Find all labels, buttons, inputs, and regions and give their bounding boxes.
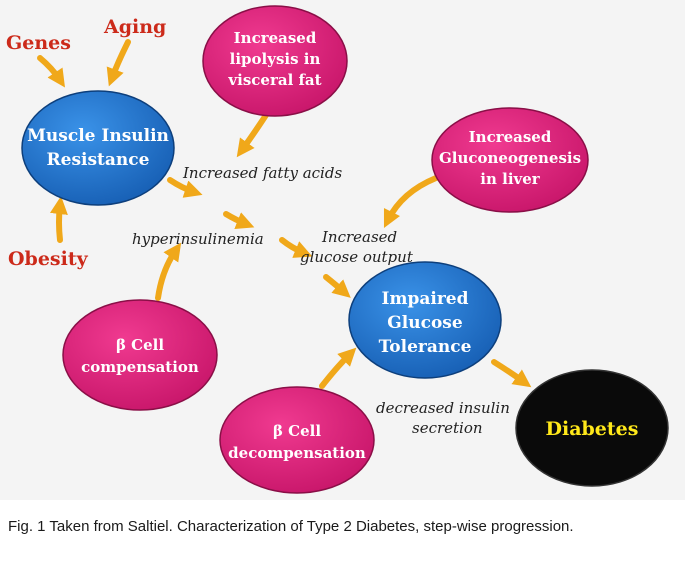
arrow-hyper-to-output xyxy=(279,237,313,258)
factor-aging: Aging xyxy=(103,16,166,38)
node-impaired-glucose-tolerance: Impaired Glucose Tolerance xyxy=(348,261,502,379)
arrow-fatty-to-hyper xyxy=(223,211,255,230)
figure-caption: Fig. 1 Taken from Saltiel. Characterizat… xyxy=(8,518,574,535)
diabetes-label: Diabetes xyxy=(546,418,639,440)
muscle-line-2: Resistance xyxy=(47,150,150,170)
label-decreased-insulin-1: decreased insulin xyxy=(376,399,510,417)
bcell-decomp-line-1: β Cell xyxy=(273,422,321,440)
arrow-output-to-igt xyxy=(323,274,351,298)
bcell-comp-line-2: compensation xyxy=(81,358,199,376)
arrow-aging xyxy=(106,39,131,87)
lipolysis-line-3: visceral fat xyxy=(227,71,321,89)
arrow-bcell-to-hyper xyxy=(155,242,182,301)
igt-line-1: Impaired xyxy=(382,289,469,309)
node-bcell-decompensation: β Cell decompensation xyxy=(219,386,375,494)
label-increased-fatty-acids: Increased fatty acids xyxy=(182,164,342,182)
igt-line-3: Tolerance xyxy=(379,337,472,357)
node-bcell-compensation: β Cell compensation xyxy=(62,299,218,411)
gluconeo-line-3: in liver xyxy=(480,170,540,188)
node-gluconeogenesis: Increased Gluconeogenesis in liver xyxy=(431,107,589,213)
gluconeo-line-2: Gluconeogenesis xyxy=(439,149,581,167)
diagram-canvas: Genes Aging Obesity Muscle Insulin Resis… xyxy=(6,5,669,494)
arrow-obesity xyxy=(50,196,68,243)
label-decreased-insulin-2: secretion xyxy=(412,419,483,437)
diagram-figure: Genes Aging Obesity Muscle Insulin Resis… xyxy=(0,0,685,500)
node-muscle-insulin-resistance: Muscle Insulin Resistance xyxy=(21,90,175,206)
lipolysis-line-2: lipolysis in xyxy=(230,50,321,68)
factor-genes: Genes xyxy=(6,32,71,54)
muscle-line-1: Muscle Insulin xyxy=(27,126,169,146)
arrow-genes xyxy=(37,55,65,88)
node-lipolysis: Increased lipolysis in visceral fat xyxy=(202,5,348,117)
arrow-muscle-to-fatty xyxy=(167,177,203,198)
label-increased-output-2: glucose output xyxy=(300,248,414,266)
node-diabetes: Diabetes xyxy=(515,369,669,487)
arrow-gluconeo xyxy=(383,175,439,229)
factor-obesity: Obesity xyxy=(8,248,89,270)
arrow-lipolysis xyxy=(236,109,271,158)
arrow-igt-to-diabetes xyxy=(491,359,532,388)
gluconeo-line-1: Increased xyxy=(469,128,552,146)
bcell-comp-line-1: β Cell xyxy=(116,336,164,354)
igt-line-2: Glucose xyxy=(387,313,463,333)
bcell-decomp-line-2: decompensation xyxy=(228,444,366,462)
arrow-decomp-to-igt xyxy=(319,347,357,389)
lipolysis-line-1: Increased xyxy=(234,29,317,47)
label-increased-output-1: Increased xyxy=(321,228,397,246)
label-hyperinsulinemia: hyperinsulinemia xyxy=(132,230,264,248)
